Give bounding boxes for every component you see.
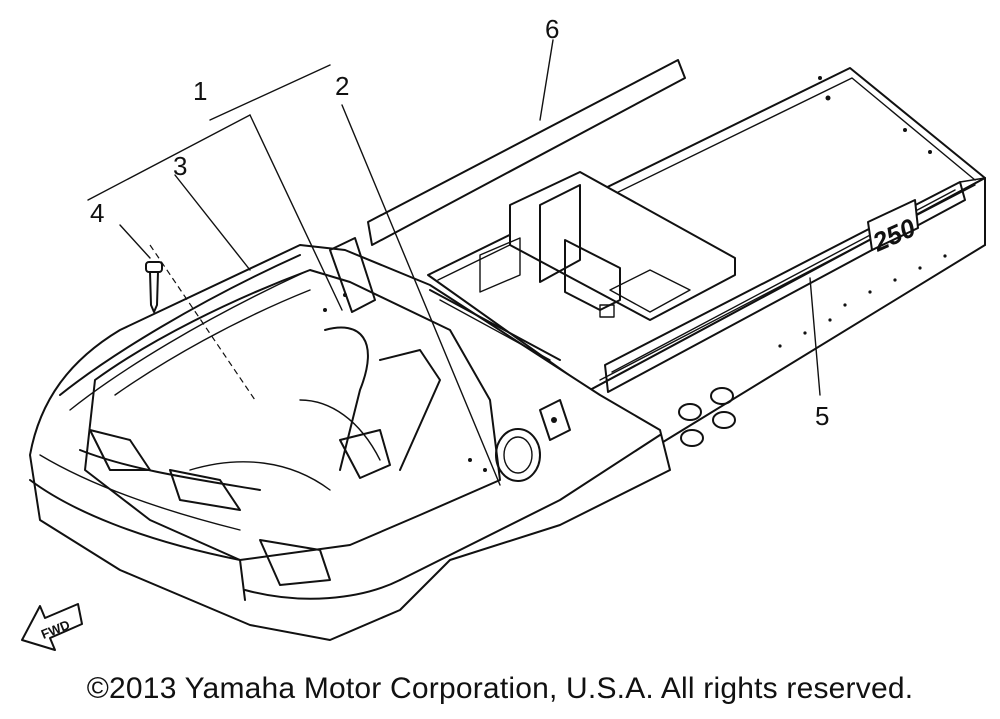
copyright-notice: ©2013 Yamaha Motor Corporation, U.S.A. A… (86, 672, 914, 705)
fwd-arrow-icon: FWD (21, 603, 83, 651)
callout-5: 5 (815, 401, 829, 431)
callout-2: 2 (335, 71, 349, 101)
callout-labels: 1 2 3 4 5 6 (90, 14, 829, 431)
chassis-tunnel (427, 67, 986, 451)
callout-6: 6 (545, 14, 559, 44)
leader-lines (87, 39, 821, 486)
front-frame (29, 237, 671, 641)
rivet-part (145, 261, 163, 313)
callout-3: 3 (173, 151, 187, 181)
decal-strip (367, 59, 686, 246)
battery-box (479, 171, 736, 321)
callout-4: 4 (90, 198, 104, 228)
callout-1: 1 (193, 76, 207, 106)
